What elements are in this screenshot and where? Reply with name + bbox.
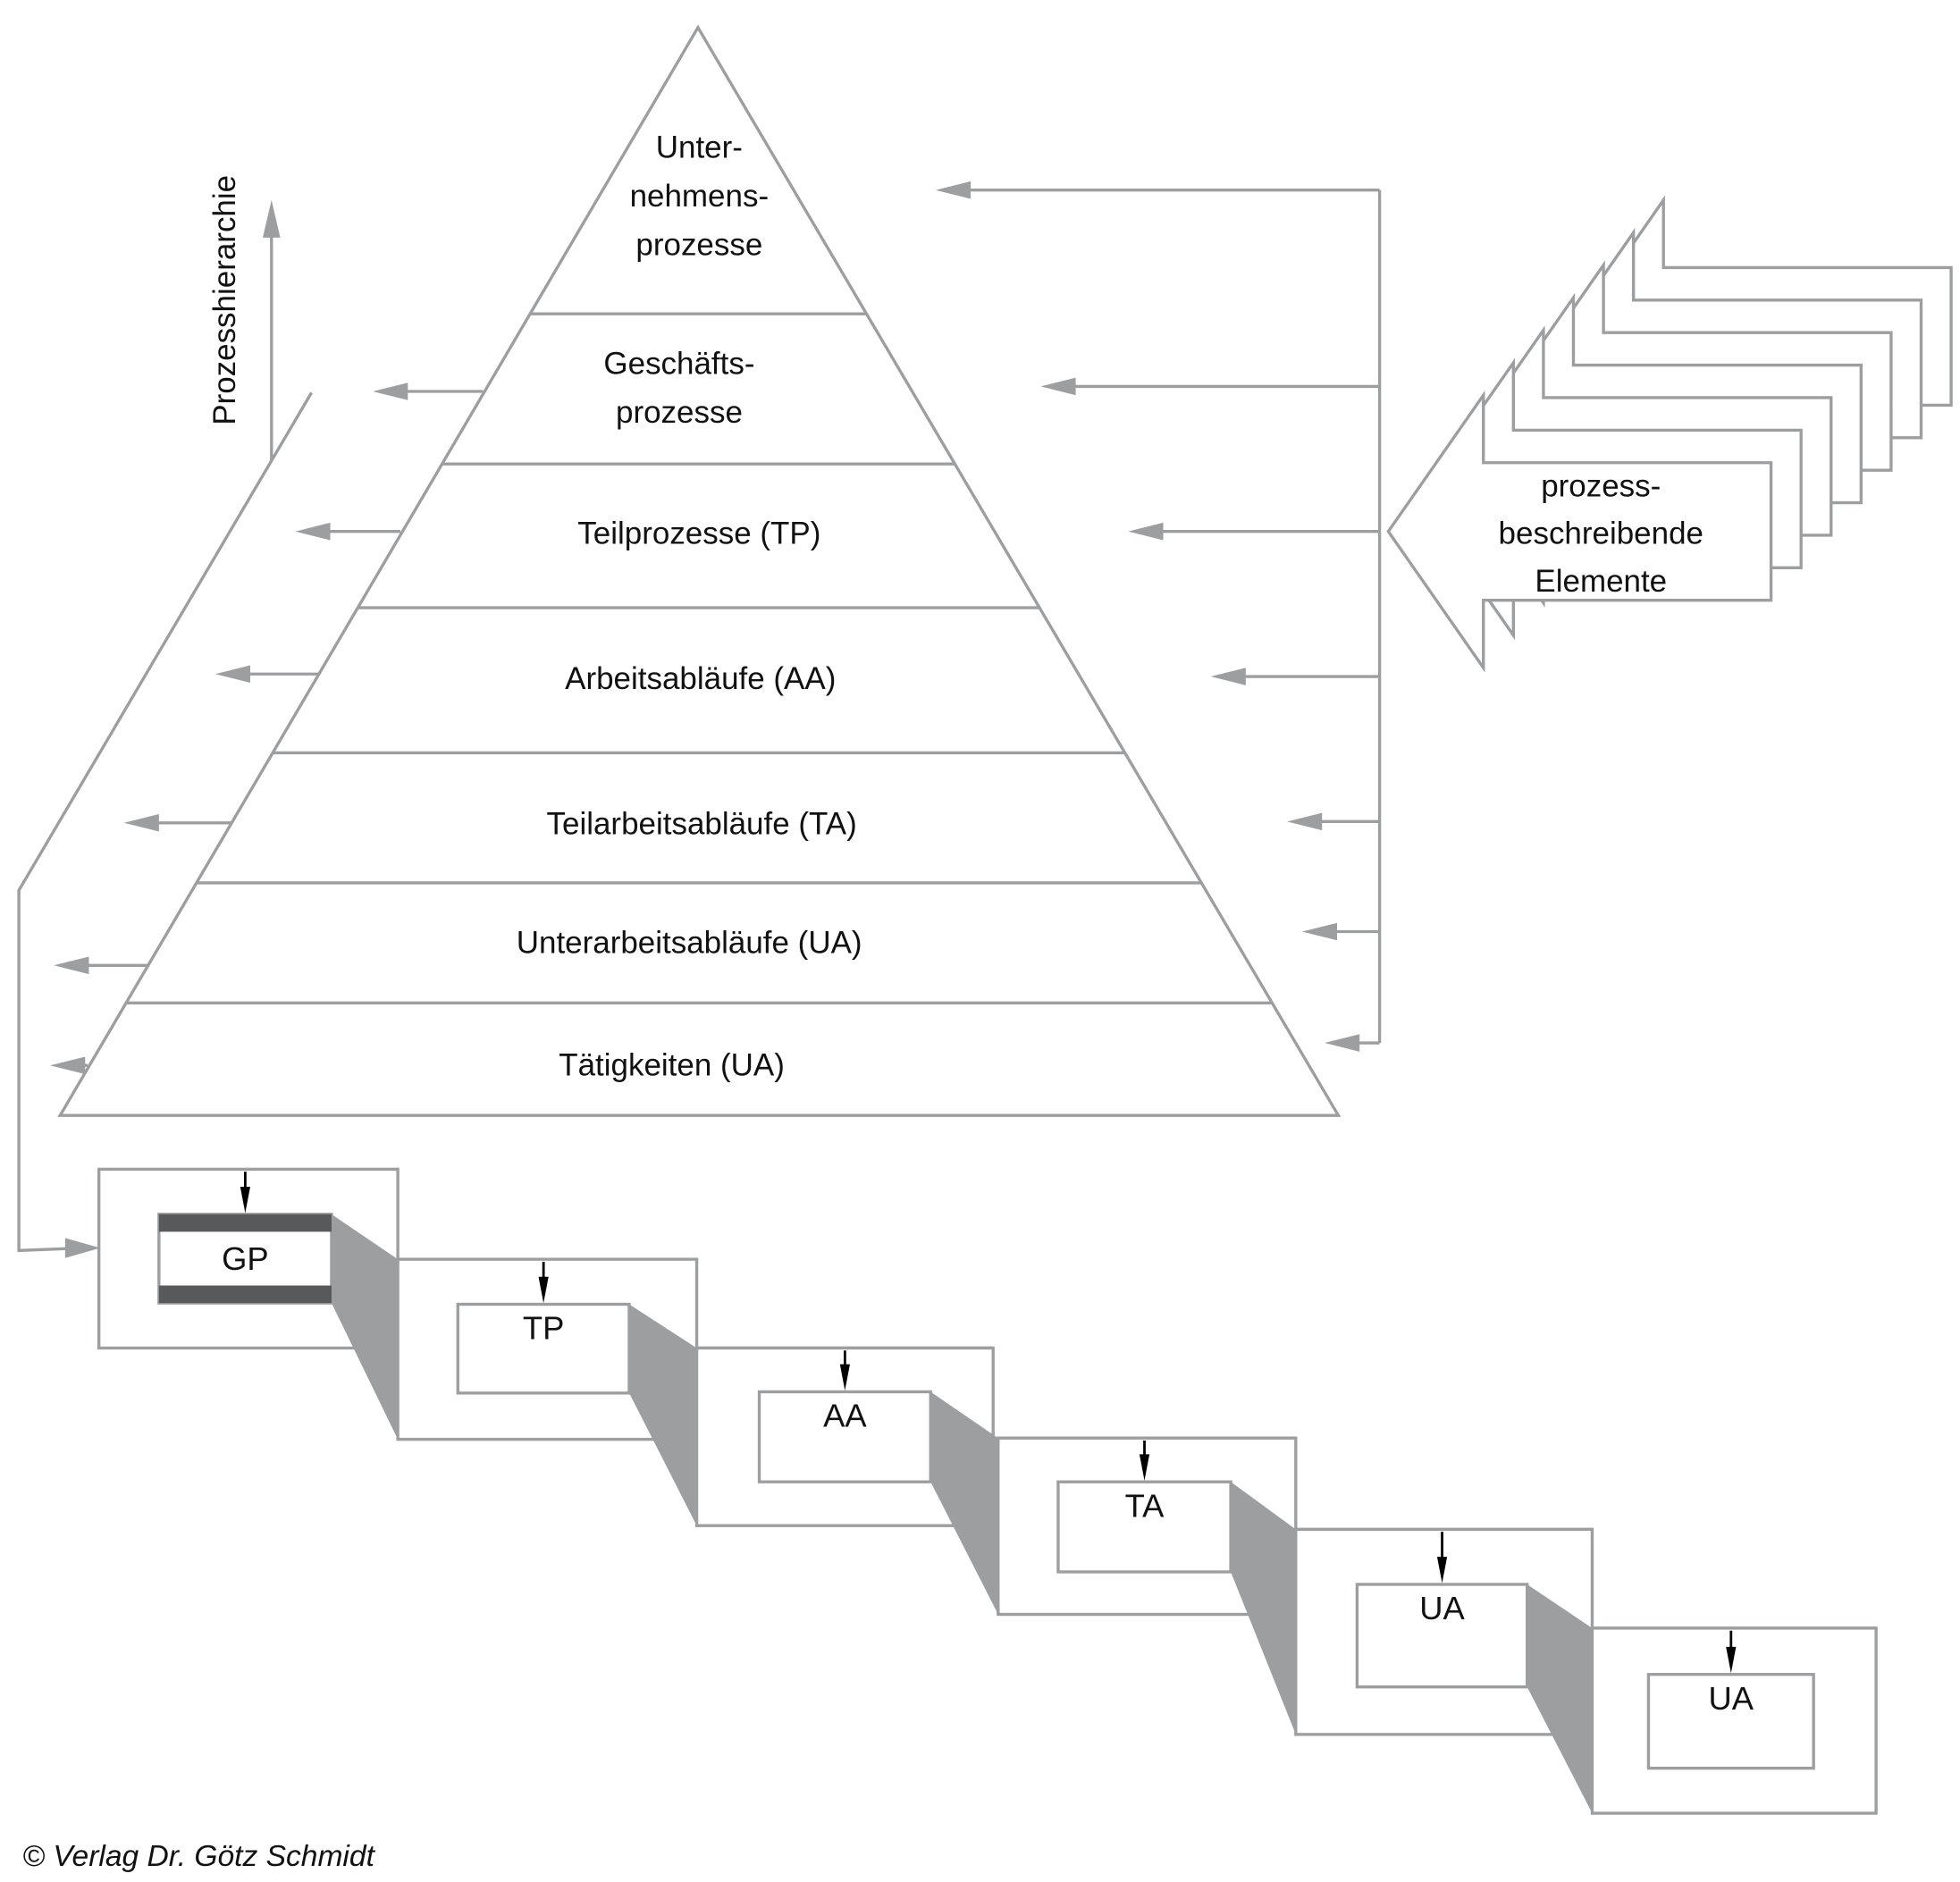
pyramid-level-label: Unterarbeitsabläufe (UA): [517, 925, 862, 960]
arrowhead-icon: [1040, 377, 1076, 396]
process-box: UA: [1590, 1626, 1878, 1815]
process-box: AA: [694, 1346, 1296, 1615]
arrowhead-icon: [54, 956, 89, 975]
connector-arrow: [1325, 1034, 1380, 1052]
right-connector-arrows: [935, 181, 1382, 1052]
highlight-band-top: [158, 1214, 332, 1232]
pyramid-level: Arbeitsabläufe (AA): [565, 661, 836, 696]
level-output-arrow: [50, 1056, 88, 1075]
connector-arrow: [1287, 812, 1380, 831]
feedback-path-line: [17, 391, 314, 1253]
process-box: GP: [97, 1167, 697, 1440]
pyramid-level-label: Teilprozesse (TP): [577, 517, 820, 551]
pyramid-level: Geschäfts-prozesse: [603, 346, 754, 430]
connector-arrow: [1128, 522, 1380, 541]
pyramid-level-label: Tätigkeiten (UA): [559, 1047, 785, 1082]
pyramid-level: Tätigkeiten (UA): [559, 1047, 785, 1082]
process-box-label: TA: [1125, 1487, 1165, 1524]
element-arrow-label: prozess-: [1541, 469, 1661, 504]
axis-arrowhead-icon: [262, 199, 281, 238]
pyramid-level-label: Teilarbeitsabläufe (TA): [547, 806, 857, 841]
arrowhead-icon: [1287, 812, 1323, 831]
axis-label: Prozesshierarchie: [207, 175, 242, 425]
arrowhead-icon: [373, 382, 408, 400]
pyramid-level: Unter-nehmens-prozesse: [630, 130, 770, 262]
arrowhead-icon: [1301, 922, 1338, 941]
connector-arrow: [1210, 668, 1380, 685]
arrowhead-icon: [295, 522, 331, 541]
arrowhead-icon: [1128, 522, 1164, 541]
arrowhead-icon: [1325, 1034, 1360, 1052]
projection-shadow: [930, 1391, 998, 1615]
highlight-band-bottom: [158, 1285, 332, 1304]
process-box: TP: [396, 1257, 994, 1526]
process-box: TA: [997, 1436, 1593, 1735]
input-arrowhead-icon: [1436, 1557, 1448, 1584]
process-box-chain: GP TP AA TA UA UA: [97, 1167, 1878, 1815]
level-output-arrow: [123, 813, 233, 832]
pyramid-level-label: Arbeitsabläufe (AA): [565, 661, 836, 696]
input-arrowhead-icon: [1726, 1646, 1737, 1674]
process-box: UA: [1294, 1527, 1877, 1814]
connector-arrow: [1040, 377, 1380, 396]
input-arrowhead-icon: [839, 1364, 850, 1391]
process-box-label: AA: [823, 1398, 867, 1434]
input-arrowhead-icon: [240, 1186, 250, 1214]
process-box-label: GP: [222, 1240, 269, 1277]
connector-arrow: [935, 181, 1380, 199]
process-box-label: TP: [523, 1310, 564, 1347]
hierarchy-axis: Prozesshierarchie: [207, 175, 281, 460]
level-output-arrow: [373, 382, 484, 400]
pyramid-level: Teilprozesse (TP): [577, 517, 820, 551]
process-box-inner: [1646, 1673, 1815, 1770]
process-box-label: UA: [1709, 1680, 1754, 1717]
pyramid-outline: [57, 24, 1342, 1117]
pyramid-level: Teilarbeitsabläufe (TA): [547, 806, 857, 841]
pyramid-level-label: prozesse: [616, 395, 743, 430]
input-arrowhead-icon: [1139, 1454, 1150, 1481]
input-arrowhead-icon: [538, 1276, 549, 1304]
pyramid-level-label: prozesse: [635, 227, 762, 262]
arrowhead-icon: [123, 813, 159, 832]
process-box-inner: [1056, 1480, 1232, 1574]
process-box-label: UA: [1419, 1590, 1465, 1626]
projection-shadow: [331, 1214, 399, 1440]
level-output-arrow: [54, 956, 148, 975]
process-pyramid: Unter-nehmens-prozesseGeschäfts-prozesse…: [57, 24, 1342, 1117]
element-arrow-shape: [1386, 390, 1773, 673]
pyramid-level-label: Unter-: [656, 130, 743, 164]
element-arrow-label: beschreibende: [1499, 517, 1703, 551]
process-box-inner: [1355, 1583, 1529, 1689]
pyramid-level-label: nehmens-: [630, 179, 770, 214]
connector-arrow: [1301, 922, 1380, 941]
arrowhead-icon: [1210, 668, 1246, 685]
left-level-arrows: [17, 382, 484, 1258]
pyramid-level-label: Geschäfts-: [603, 346, 754, 381]
projection-shadow: [1231, 1482, 1296, 1735]
arrowhead-icon: [215, 665, 250, 684]
feedback-arrowhead-icon: [64, 1238, 101, 1258]
projection-shadow: [1527, 1584, 1593, 1814]
level-output-arrow: [215, 665, 318, 684]
arrowhead-icon: [935, 181, 972, 199]
level-output-arrow: [295, 522, 400, 541]
copyright-notice: © Verlag Dr. Götz Schmidt: [22, 1840, 375, 1873]
process-box-inner: [757, 1390, 932, 1483]
arrowhead-icon: [50, 1056, 86, 1075]
pyramid-level: Unterarbeitsabläufe (UA): [517, 925, 862, 960]
process-box-inner: [456, 1302, 631, 1395]
projection-shadow: [628, 1304, 697, 1526]
element-arrow-label: Elemente: [1535, 564, 1667, 599]
